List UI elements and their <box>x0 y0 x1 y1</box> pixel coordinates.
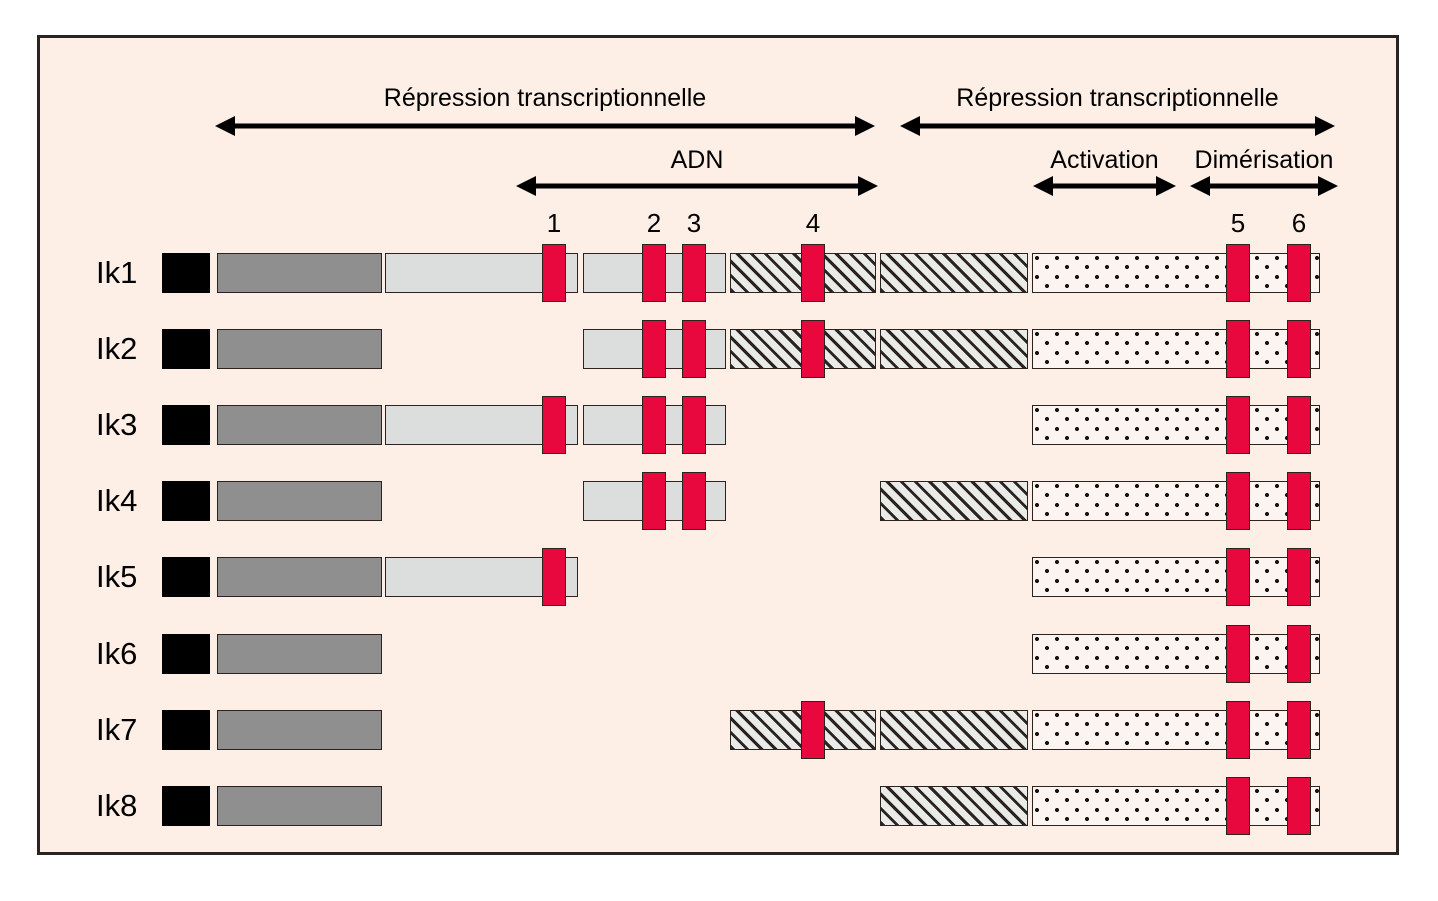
isoform-label-Ik4: Ik4 <box>96 483 138 518</box>
isoform-label-Ik7: Ik7 <box>96 712 138 747</box>
domain-label-dimerisation: Dimérisation <box>1194 146 1334 174</box>
zinc-finger-zf2 <box>642 244 666 302</box>
zinc-finger-number-2: 2 <box>646 208 662 238</box>
domain-label-repression-left: Répression transcriptionnelle <box>383 84 707 112</box>
segment-dots <box>1032 710 1320 750</box>
segment-dots <box>1032 329 1320 369</box>
domain-label-repression-right: Répression transcriptionnelle <box>956 84 1279 112</box>
zinc-finger-number-4: 4 <box>805 208 821 238</box>
zinc-finger-zf6 <box>1287 320 1311 378</box>
segment-dots <box>1032 253 1320 293</box>
zinc-finger-zf1 <box>542 244 566 302</box>
zinc-finger-zf2 <box>642 396 666 454</box>
segment-dots <box>1032 634 1320 674</box>
segment-gray <box>217 786 382 826</box>
zinc-finger-zf3 <box>682 320 706 378</box>
domain-arrow-repression-right <box>900 115 1335 137</box>
isoform-row-Ik4: Ik4 <box>0 472 1438 530</box>
zinc-finger-number-6: 6 <box>1291 208 1307 238</box>
segment-hatch_b <box>880 786 1028 826</box>
segment-dots <box>1032 786 1320 826</box>
zinc-finger-zf5 <box>1226 396 1250 454</box>
zinc-finger-zf5 <box>1226 320 1250 378</box>
isoform-row-Ik1: Ik1 <box>0 244 1438 302</box>
zinc-finger-zf4 <box>801 320 825 378</box>
zinc-finger-number-3: 3 <box>686 208 702 238</box>
isoform-row-Ik8: Ik8 <box>0 777 1438 835</box>
zinc-finger-number-5: 5 <box>1230 208 1246 238</box>
segment-black <box>162 481 210 521</box>
domain-label-activation: Activation <box>1050 146 1159 174</box>
segment-black <box>162 786 210 826</box>
zinc-finger-zf2 <box>642 320 666 378</box>
zinc-finger-zf1 <box>542 396 566 454</box>
isoform-label-Ik5: Ik5 <box>96 559 138 594</box>
zinc-finger-zf6 <box>1287 244 1311 302</box>
domain-label-dna: ADN <box>670 146 724 174</box>
segment-gray <box>217 557 382 597</box>
isoform-row-Ik6: Ik6 <box>0 625 1438 683</box>
zinc-finger-zf6 <box>1287 548 1311 606</box>
zinc-finger-zf5 <box>1226 777 1250 835</box>
zinc-finger-zf5 <box>1226 625 1250 683</box>
zinc-finger-zf5 <box>1226 244 1250 302</box>
zinc-finger-number-1: 1 <box>546 208 562 238</box>
domain-arrow-dimerisation <box>1190 175 1338 197</box>
domain-arrow-repression-left <box>215 115 875 137</box>
isoform-row-Ik5: Ik5 <box>0 548 1438 606</box>
segment-black <box>162 557 210 597</box>
isoform-label-Ik2: Ik2 <box>96 331 138 366</box>
isoform-label-Ik8: Ik8 <box>96 788 138 823</box>
segment-black <box>162 710 210 750</box>
isoform-label-Ik6: Ik6 <box>96 636 138 671</box>
segment-gray <box>217 481 382 521</box>
isoform-row-Ik3: Ik3 <box>0 396 1438 454</box>
zinc-finger-zf3 <box>682 472 706 530</box>
segment-gray <box>217 329 382 369</box>
isoform-row-Ik7: Ik7 <box>0 701 1438 759</box>
zinc-finger-zf3 <box>682 396 706 454</box>
zinc-finger-zf6 <box>1287 625 1311 683</box>
segment-black <box>162 253 210 293</box>
segment-hatch_b <box>880 253 1028 293</box>
segment-gray <box>217 253 382 293</box>
zinc-finger-zf6 <box>1287 701 1311 759</box>
segment-dots <box>1032 481 1320 521</box>
isoform-label-Ik3: Ik3 <box>96 407 138 442</box>
zinc-finger-zf2 <box>642 472 666 530</box>
isoform-row-Ik2: Ik2 <box>0 320 1438 378</box>
domain-arrow-dna <box>516 175 878 197</box>
segment-hatch_b <box>880 329 1028 369</box>
segment-black <box>162 634 210 674</box>
zinc-finger-zf3 <box>682 244 706 302</box>
zinc-finger-zf6 <box>1287 777 1311 835</box>
zinc-finger-zf4 <box>801 244 825 302</box>
segment-hatch_b <box>880 481 1028 521</box>
isoform-label-Ik1: Ik1 <box>96 255 138 290</box>
segment-gray <box>217 405 382 445</box>
segment-gray <box>217 710 382 750</box>
segment-dots <box>1032 405 1320 445</box>
zinc-finger-zf5 <box>1226 701 1250 759</box>
segment-dots <box>1032 557 1320 597</box>
segment-hatch_b <box>880 710 1028 750</box>
segment-black <box>162 329 210 369</box>
zinc-finger-zf4 <box>801 701 825 759</box>
zinc-finger-zf6 <box>1287 396 1311 454</box>
segment-black <box>162 405 210 445</box>
zinc-finger-zf1 <box>542 548 566 606</box>
zinc-finger-zf6 <box>1287 472 1311 530</box>
zinc-finger-zf5 <box>1226 472 1250 530</box>
domain-arrow-activation <box>1033 175 1176 197</box>
segment-gray <box>217 634 382 674</box>
zinc-finger-zf5 <box>1226 548 1250 606</box>
